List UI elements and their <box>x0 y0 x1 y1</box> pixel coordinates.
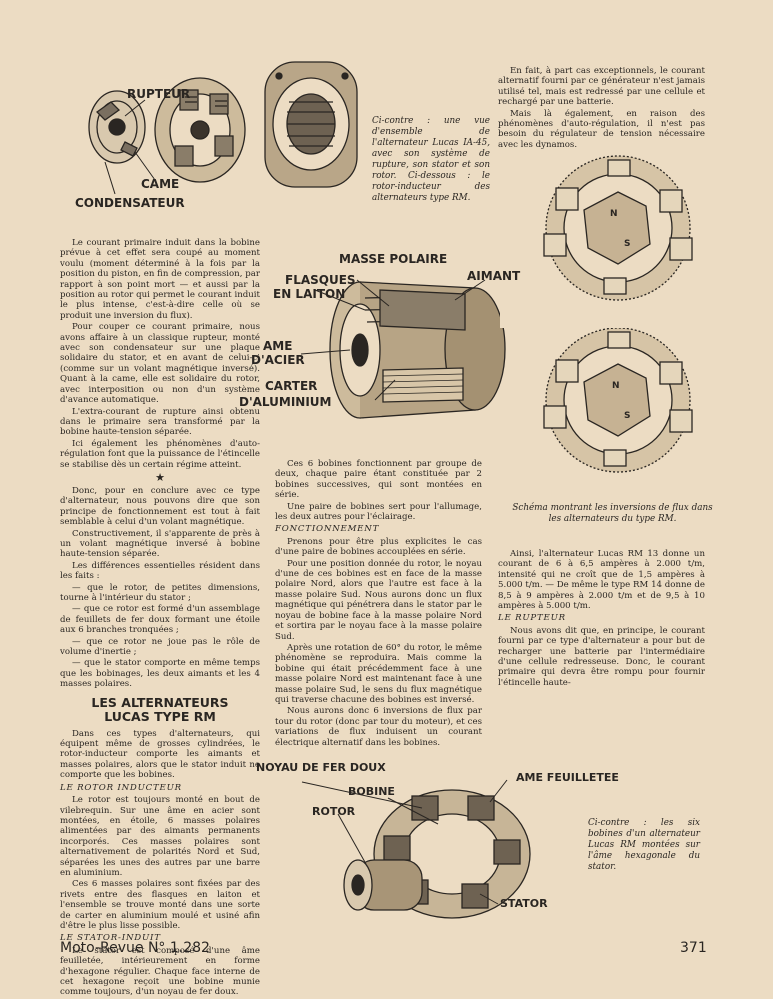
column-3-bottom: Ainsi, l'alternateur Lucas RM 13 donne u… <box>498 549 705 689</box>
paragraph: Ici également les phénomènes d'auto-régu… <box>60 438 260 470</box>
column-1: Le courant primaire induit dans la bobin… <box>60 238 260 999</box>
figure-rotor-inducteur: MASSE POLAIRE FLASQUES EN LAITON AIMANT … <box>239 250 523 440</box>
alternator-illustration <box>88 61 358 195</box>
paragraph: Ces 6 masses polaires sont fixées par de… <box>60 879 260 931</box>
pole-n-1: N <box>610 209 618 219</box>
column-2: Ces 6 bobines fonctionnent par groupe de… <box>275 459 482 749</box>
label-rupteur: RUPTEUR <box>127 87 191 101</box>
paragraph: Après une rotation de 60° du rotor, le m… <box>275 642 482 705</box>
figure-stator-bobines: NOYAU DE FER DOUX BOBINE ROTOR AME FEUIL… <box>256 762 619 928</box>
paragraph: — que ce rotor est formé d'un assemblage… <box>60 604 260 636</box>
label-carter-1: CARTER <box>265 379 318 393</box>
label-masse-polaire: MASSE POLAIRE <box>339 252 448 266</box>
figure-alternator-ia45: RUPTEUR CAME CONDENSATEUR <box>75 52 375 212</box>
paragraph: Une paire de bobines sert pour l'allumag… <box>275 501 482 523</box>
paragraph: Constructivement, il s'apparente de près… <box>60 528 260 560</box>
caption-top: Ci-contre : une vue d'ensemble de l'alte… <box>372 116 490 203</box>
pole-n-2: N <box>612 381 620 391</box>
paragraph: Le rotor est toujours monté en bout de v… <box>60 795 260 878</box>
paragraph: — que le rotor, de petites dimensions, t… <box>60 582 260 603</box>
section-star: ★ <box>155 470 165 484</box>
paragraph: Mais là également, en raison des phénomè… <box>498 108 705 150</box>
paragraph: Les différences essentielles résident da… <box>60 560 260 582</box>
label-condensateur: CONDENSATEUR <box>75 196 185 210</box>
stator-illustration <box>301 779 531 919</box>
label-bobine: BOBINE <box>348 785 395 798</box>
paragraph: Nous avons dit que, en principe, le cour… <box>498 625 705 688</box>
paragraph: Le courant primaire induit dans la bobin… <box>60 238 260 321</box>
paragraph: Ainsi, l'alternateur Lucas RM 13 donne u… <box>498 549 705 612</box>
paragraph: — que ce rotor ne joue pas le rôle de vo… <box>60 636 260 658</box>
paragraph: Ces 6 bobines fonctionnent par groupe de… <box>275 459 482 501</box>
subheading: LE STATOR-INDUIT <box>60 933 161 944</box>
paragraph: Donc, pour en conclure avec ce type d'al… <box>60 485 260 528</box>
label-ame-2: D'ACIER <box>251 353 305 367</box>
label-rotor: ROTOR <box>312 805 356 818</box>
label-ame-feuilletee: AME FEUILLETEE <box>516 771 619 784</box>
label-noyau: NOYAU DE FER DOUX <box>256 761 386 774</box>
label-flasques-2: EN LAITON <box>273 287 346 301</box>
flux-schema-illustration <box>500 155 740 488</box>
pole-s-1: S <box>624 239 631 249</box>
paragraph: L'extra-courant de rupture ainsi obtenu … <box>60 406 260 438</box>
paragraph: Nous aurons donc 6 inversions de flux pa… <box>275 706 482 748</box>
label-carter-2: D'ALUMINIUM <box>239 395 332 409</box>
footer-magazine: Moto-Revue N° 1.282 <box>60 940 210 956</box>
column-3-top: En fait, à part cas exceptionnels, le co… <box>498 66 705 151</box>
caption-schema: Schéma montrant les inversions de flux d… <box>512 503 713 524</box>
paragraph: — que le stator comporte en même temps q… <box>60 658 260 690</box>
paragraph: Pour une position donnée du rotor, le no… <box>275 558 482 642</box>
label-came: CAME <box>141 177 180 191</box>
paragraph: Pour couper ce courant primaire, nous av… <box>60 322 260 406</box>
pole-s-2: S <box>624 411 631 421</box>
caption-bottom: Ci-contre : les six bobines d'un alterna… <box>588 818 700 872</box>
paragraph: Prenons pour être plus explicites le cas… <box>275 536 482 558</box>
label-ame-1: AME <box>263 339 293 353</box>
label-flasques-1: FLASQUES <box>285 273 356 287</box>
section-heading: LES ALTERNATEURS LUCAS TYPE RM <box>60 694 260 724</box>
rotor-illustration <box>300 279 506 419</box>
footer-page-number: 371 <box>680 940 707 956</box>
label-aimant: AIMANT <box>467 269 521 283</box>
section-heading-line-1: LES ALTERNATEURS <box>91 694 229 710</box>
subheading: LE RUPTEUR <box>498 613 566 624</box>
subheading: LE ROTOR INDUCTEUR <box>60 782 182 793</box>
label-stator: STATOR <box>500 897 548 910</box>
section-heading-line-2: LUCAS TYPE RM <box>104 708 216 724</box>
paragraph: En fait, à part cas exceptionnels, le co… <box>498 66 705 108</box>
paragraph: Dans ces types d'alternateurs, qui équip… <box>60 728 260 781</box>
subheading: FONCTIONNEMENT <box>275 524 380 535</box>
figure-flux-schema: N S N S <box>500 148 740 488</box>
